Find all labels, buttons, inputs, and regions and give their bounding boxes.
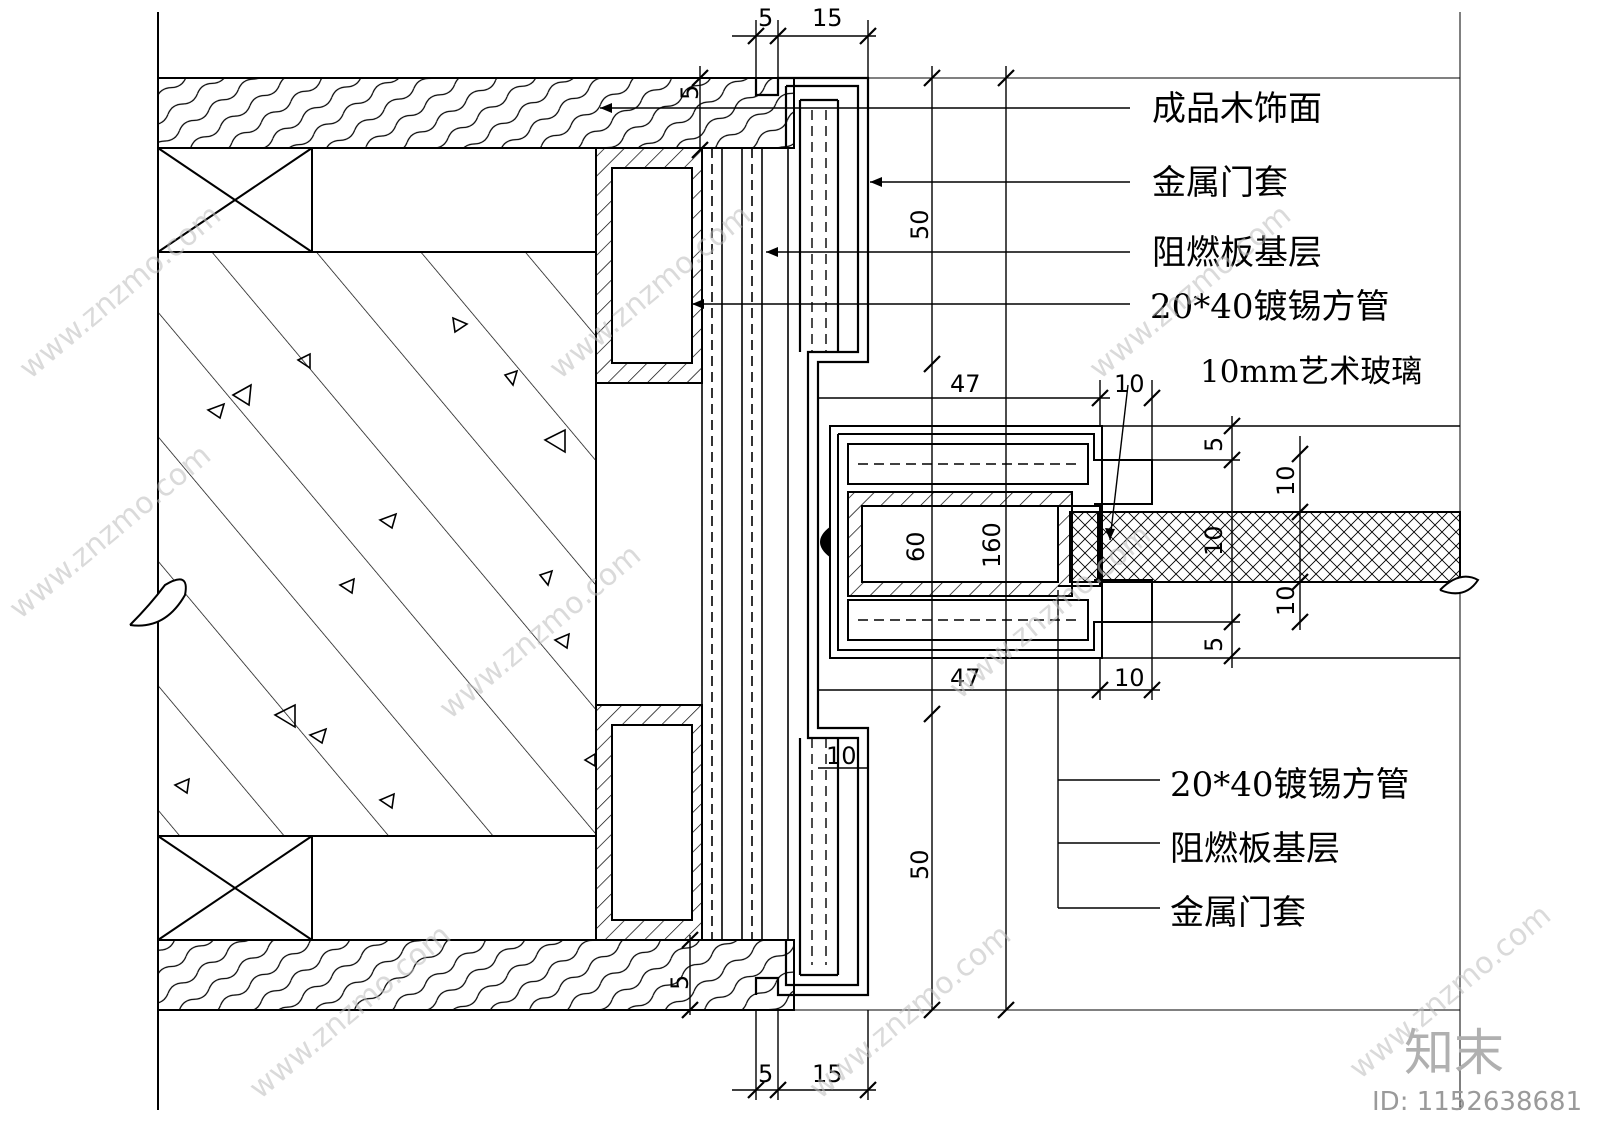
dim-lip-10-bottom: 10 <box>1114 664 1145 692</box>
dim-bottom-15: 15 <box>812 1060 843 1088</box>
dim-bottom-5: 5 <box>758 1060 773 1088</box>
fire-board-base <box>701 148 789 940</box>
dim-wood-top-5: 5 <box>676 85 704 100</box>
concrete-wall <box>157 251 597 837</box>
dim-wood-bottom-5: 5 <box>666 975 694 990</box>
watermark-logo: 知末 <box>1404 1024 1504 1082</box>
steel-tubes-left <box>595 147 703 941</box>
dim-depth-47-bottom: 47 <box>950 664 981 692</box>
dimension-ticks <box>681 27 1309 1099</box>
label-steel-tube-top: 20*40镀锡方管 <box>1150 287 1390 327</box>
metal-door-frame <box>754 76 870 997</box>
concrete-aggregate <box>173 316 596 810</box>
label-fire-board-bottom: 阻燃板基层 <box>1170 829 1340 869</box>
dim-core-60: 60 <box>902 531 930 562</box>
material-labels: 成品木饰面 金属门套 阻燃板基层 20*40镀锡方管 10mm艺术玻璃 20*4… <box>1150 89 1422 933</box>
door-leaf-assembly <box>820 425 1480 659</box>
dim-gap-5-bottom: 5 <box>1200 637 1228 652</box>
dim-right-50-top: 50 <box>906 209 934 240</box>
dim-depth-47-top: 47 <box>950 370 981 398</box>
dim-glass-side-10-bottom: 10 <box>1272 585 1300 616</box>
dim-right-50-bottom: 50 <box>906 849 934 880</box>
dim-inner-10: 10 <box>826 742 857 770</box>
dim-lip-10-top: 10 <box>1114 370 1145 398</box>
label-art-glass: 10mm艺术玻璃 <box>1200 354 1422 390</box>
top-wood-finish <box>157 77 795 149</box>
watermark-id: ID: 1152638681 <box>1372 1087 1582 1117</box>
bottom-wood-finish <box>157 939 795 1011</box>
label-steel-tube-bottom: 20*40镀锡方管 <box>1170 765 1410 805</box>
label-wood-finish: 成品木饰面 <box>1152 89 1322 129</box>
dimension-lines <box>689 20 1301 1100</box>
dim-glass-10: 10 <box>1200 525 1228 556</box>
wall-structure <box>129 12 1461 1110</box>
label-metal-frame-top: 金属门套 <box>1152 163 1288 203</box>
leader-arrows <box>600 103 1115 540</box>
dim-gap-5-top: 5 <box>1200 437 1228 452</box>
watermark-site: www.znzmo.com <box>803 918 1018 1107</box>
dim-top-15: 15 <box>812 4 843 32</box>
dim-core-160: 160 <box>978 522 1006 568</box>
dim-top-5: 5 <box>758 4 773 32</box>
leader-lines <box>600 107 1160 909</box>
label-fire-board-top: 阻燃板基层 <box>1152 233 1322 273</box>
dimension-text: 5 15 5 15 5 5 50 50 47 47 10 10 5 5 10 1… <box>666 4 1300 1088</box>
label-metal-frame-bottom: 金属门套 <box>1170 893 1306 933</box>
dim-glass-side-10-top: 10 <box>1272 465 1300 496</box>
